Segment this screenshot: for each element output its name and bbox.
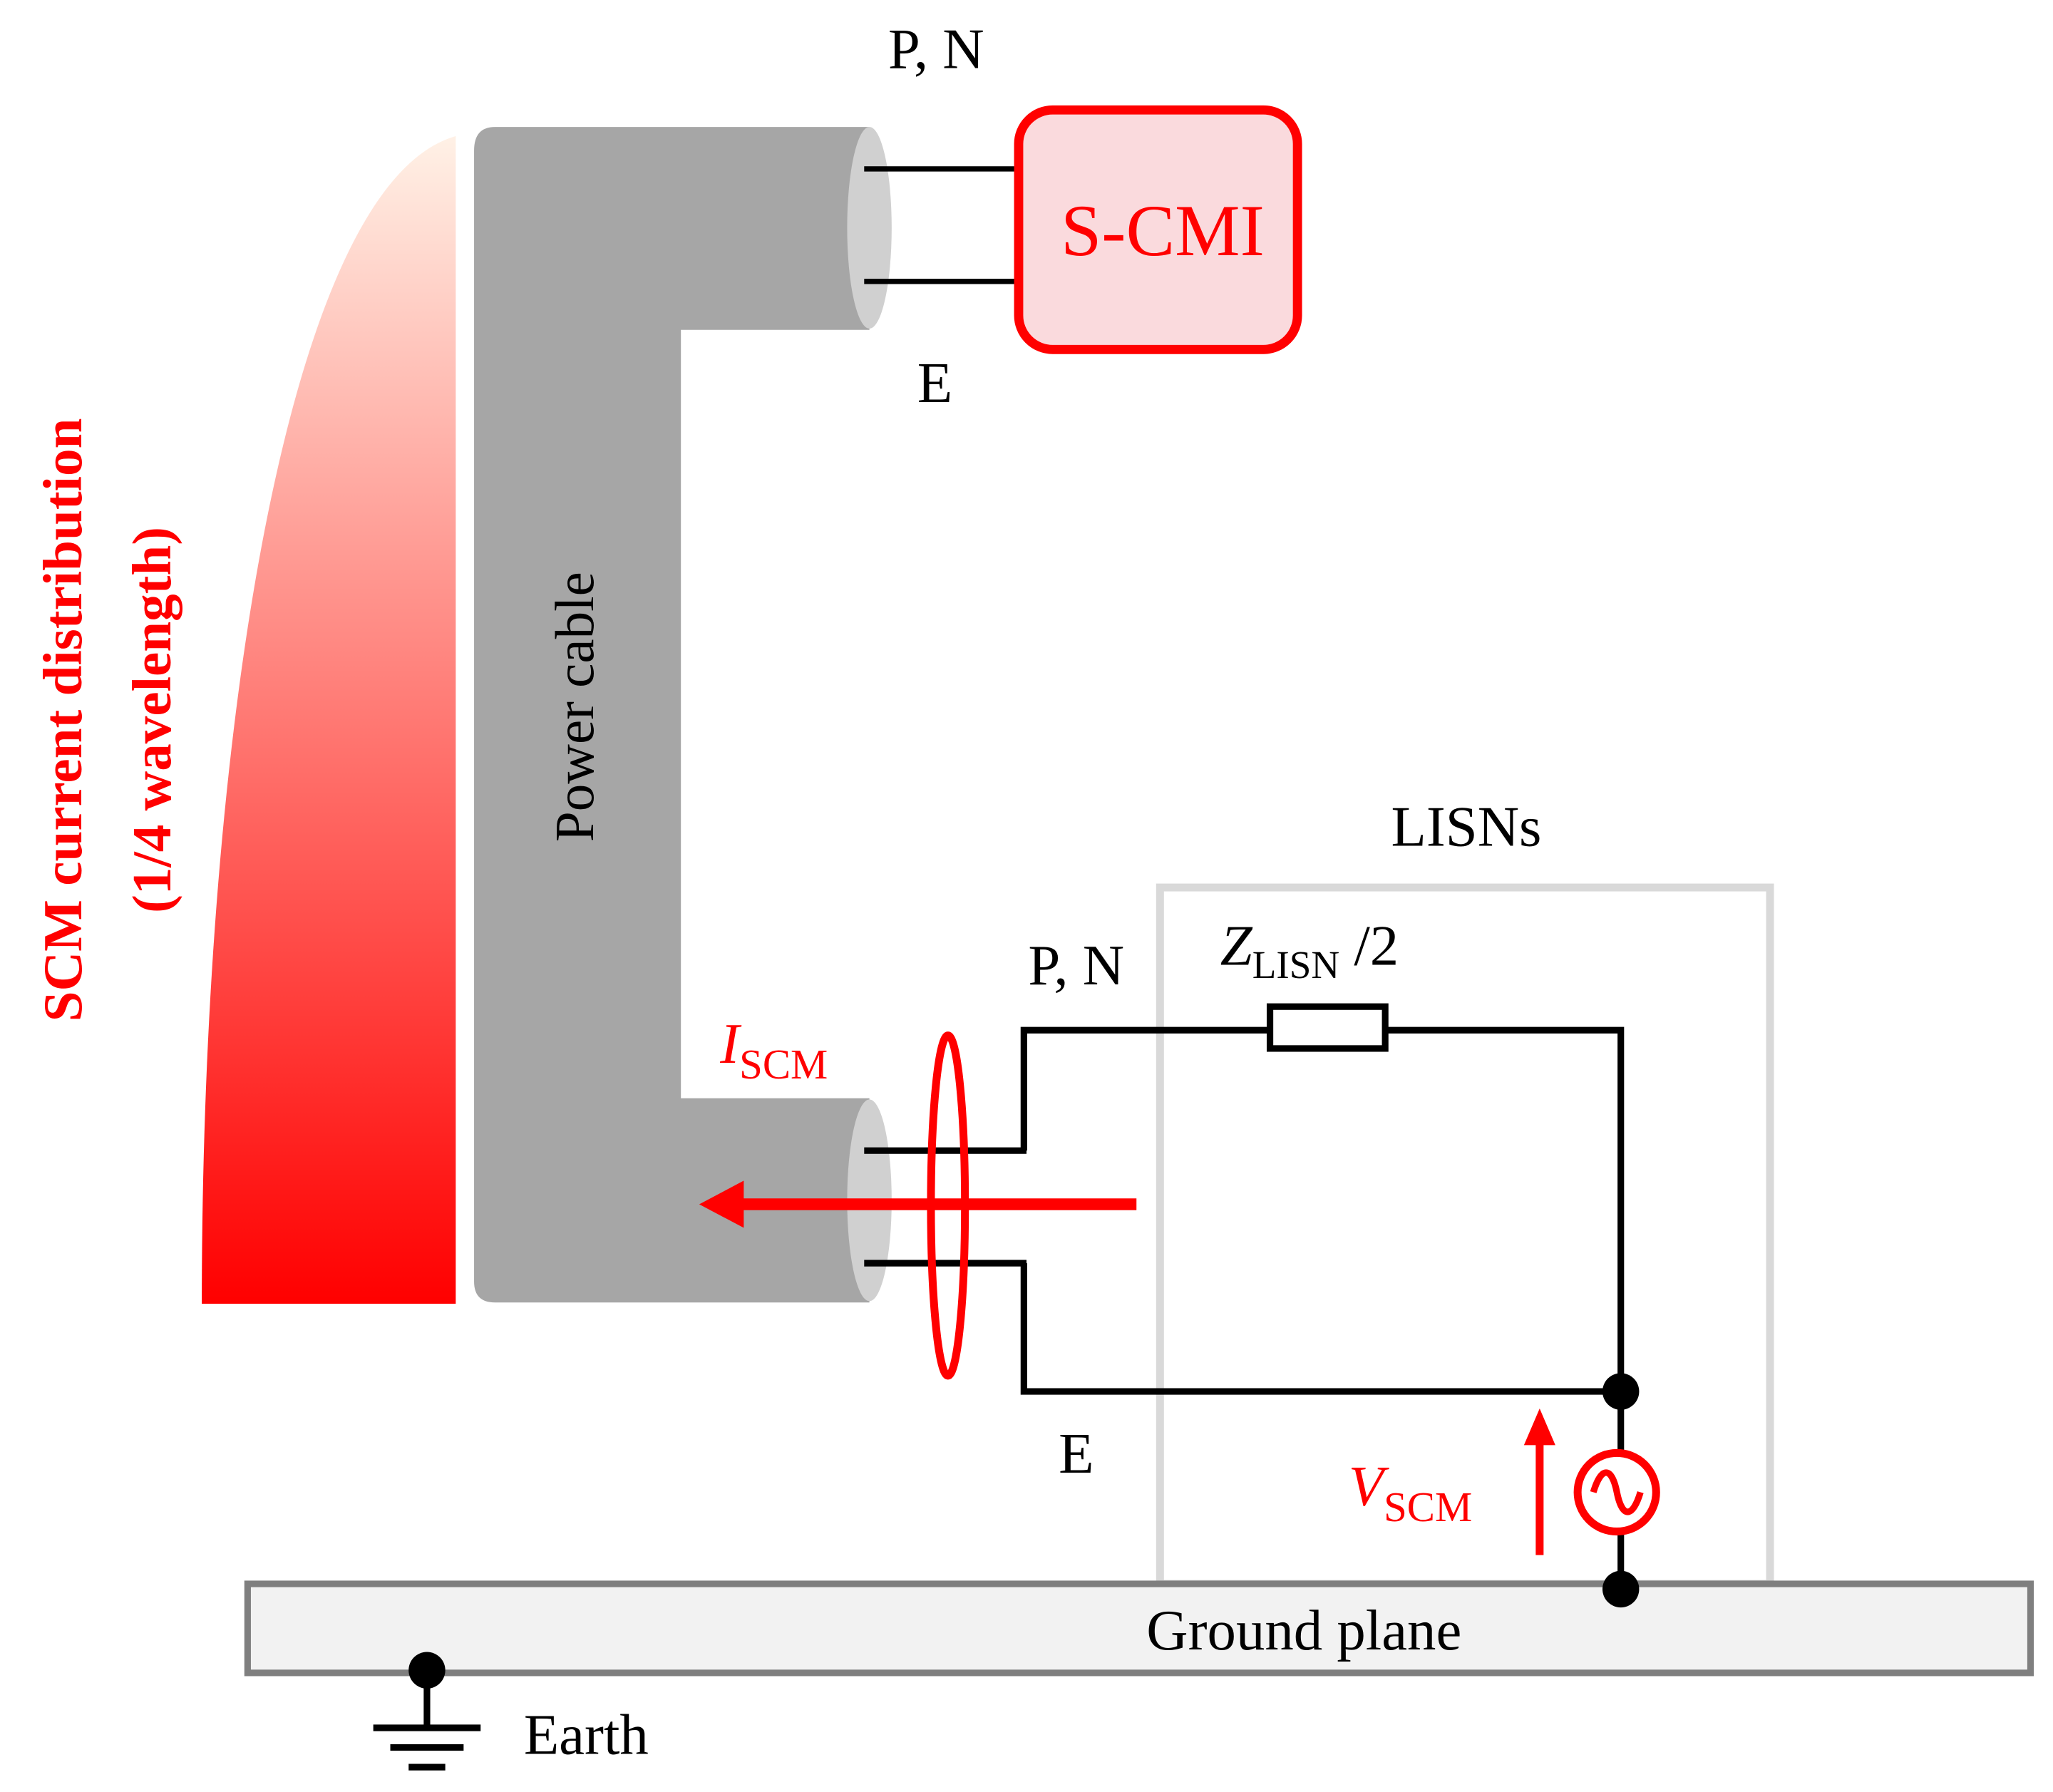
impedance-divider: /2 — [1339, 914, 1399, 977]
iscm-label: ISCM — [719, 1012, 828, 1088]
ground-plane — [244, 1580, 2034, 1677]
earth-node — [408, 1652, 446, 1689]
node-ground — [1602, 1570, 1640, 1608]
node-e — [1602, 1373, 1640, 1410]
vscm-arrow-head — [1523, 1408, 1555, 1446]
distribution-label-line1: SCM current distribution — [32, 418, 93, 1022]
bottom-e-label: E — [1059, 1422, 1094, 1485]
scmi-label: S-CMI — [1061, 190, 1265, 272]
impedance-subscript: LISN — [1252, 943, 1339, 987]
impedance-symbol: Z — [1220, 914, 1253, 977]
e-conductor — [1020, 1263, 1621, 1395]
lisns-label: LISNs — [1391, 795, 1542, 858]
iscm-subscript: SCM — [739, 1041, 828, 1088]
lisn-box — [1156, 883, 1774, 1588]
lisn-impedance — [1266, 1003, 1389, 1052]
vscm-subscript: SCM — [1384, 1484, 1472, 1530]
scmi-box — [1014, 105, 1302, 354]
iscm-symbol: I — [719, 1012, 742, 1076]
power-cable-label: Power cable — [544, 572, 605, 842]
top-e-label: E — [917, 351, 952, 415]
ac-wave-icon — [1590, 1469, 1644, 1515]
bottom-pn-label: P, N — [1028, 934, 1124, 997]
power-cable — [474, 127, 870, 1303]
iscm-arrow-head — [699, 1180, 744, 1228]
impedance-label: ZLISN /2 — [1220, 914, 1399, 986]
vscm-symbol: V — [1349, 1455, 1390, 1518]
vscm-label: VSCM — [1349, 1455, 1472, 1530]
pn-conductor — [1020, 1026, 1270, 1151]
current-distribution-shape — [202, 135, 456, 1304]
pn-conductor-right — [1385, 1026, 1625, 1392]
top-pn-label: P, N — [888, 17, 984, 81]
distribution-label-line2: (1/4 wavelength) — [121, 527, 182, 913]
earth-label: Earth — [524, 1704, 649, 1767]
cable-end-top — [847, 127, 892, 329]
ground-plane-label: Ground plane — [1146, 1599, 1461, 1662]
